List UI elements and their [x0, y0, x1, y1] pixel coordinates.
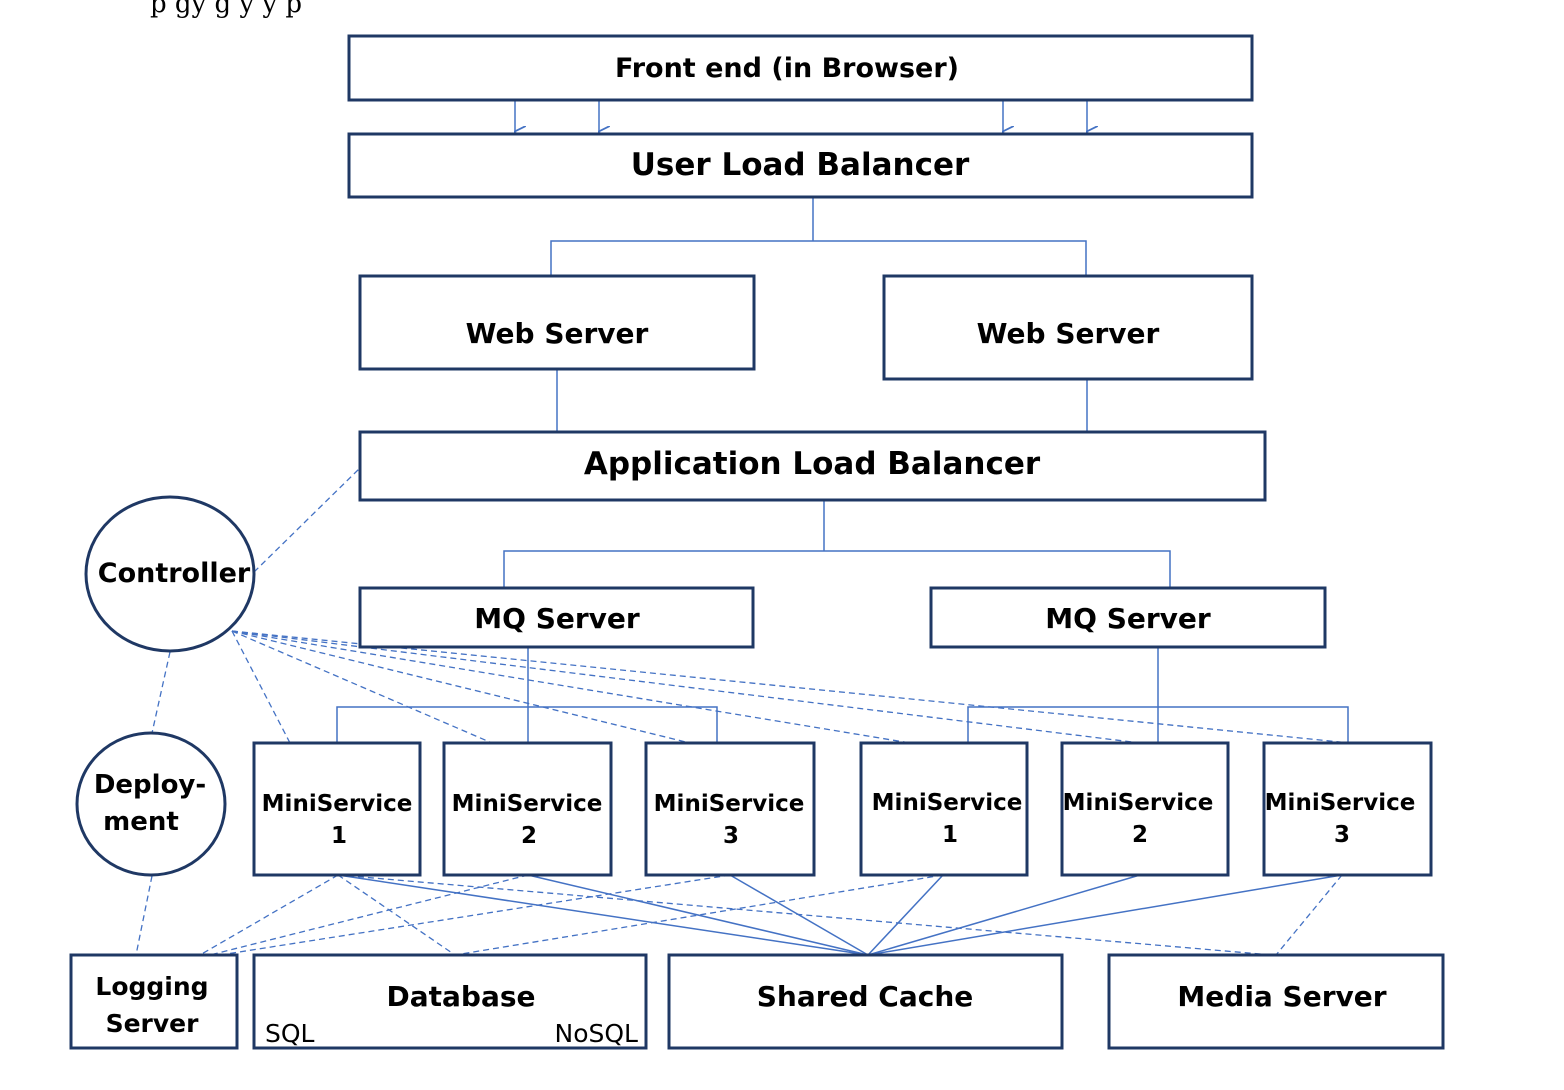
front-end-box: [347, 34, 1254, 102]
dashed-controller-ms: [231, 630, 1141, 744]
database-nosql-label: NoSQL: [555, 1019, 639, 1048]
database-label: Database: [386, 980, 535, 1013]
dashed-ms-database: [337, 874, 456, 956]
database-box: [252, 953, 648, 1050]
miniservice-name: MiniService: [1063, 790, 1214, 816]
controller-label: Controller: [98, 558, 251, 589]
dashed-controller-ms: [231, 630, 911, 744]
miniservice-number: 1: [942, 822, 958, 848]
dashed-controller-ms: [231, 630, 1351, 744]
web-server-1-label: Web Server: [466, 317, 649, 350]
solid-connectors: [336, 100, 1349, 956]
miniservice-number: 2: [521, 823, 537, 849]
connector-ms-cache: [867, 874, 1343, 956]
connector-mq2-group: [967, 706, 1349, 743]
dashed-ms-media: [337, 874, 1273, 956]
mq-server-1-box: [358, 586, 755, 649]
caption-fragment: p gy g y y p: [150, 0, 302, 19]
mq-server-1-label: MQ Server: [474, 602, 640, 635]
miniservice-name: MiniService: [452, 791, 603, 817]
miniservice-number: 3: [1334, 822, 1350, 848]
media-server-label: Media Server: [1177, 980, 1386, 1013]
miniservice-name: MiniService: [872, 790, 1023, 816]
connector-ms-cache: [337, 874, 869, 956]
connector-userlb-webservers: [550, 240, 1087, 276]
front-end-label: Front end (in Browser): [615, 53, 959, 84]
dashed-ms-logging: [219, 874, 731, 956]
dashed-controller-ms: [231, 630, 291, 744]
dashed-controller-deployment: [151, 651, 171, 734]
dashed-controller-applb: [253, 467, 361, 573]
boxes: [69, 34, 1445, 1050]
miniservice-number: 3: [723, 823, 739, 849]
miniservice-name: MiniService: [262, 791, 413, 817]
connector-ms-cache: [527, 874, 869, 956]
mq-server-2-box: [929, 586, 1327, 649]
media-server-box: [1107, 953, 1445, 1050]
miniservice-box: [252, 741, 422, 877]
connector-applb-mq: [503, 550, 1171, 588]
deployment-label-line2: ment: [103, 807, 179, 837]
web-server-1-box: [358, 274, 756, 371]
miniservice-box: [442, 741, 613, 877]
user-load-balancer-label: User Load Balancer: [631, 147, 970, 183]
connector-ms-cache: [867, 874, 944, 956]
dashed-controller-ms: [231, 630, 493, 744]
dashed-deployment-logging: [135, 875, 153, 956]
connector-ms-cache: [867, 874, 1141, 956]
miniservice-name: MiniService: [654, 791, 805, 817]
application-load-balancer-box: [358, 430, 1267, 502]
miniservice-number: 1: [331, 823, 347, 849]
database-sql-label: SQL: [265, 1019, 315, 1048]
miniservice-box: [859, 741, 1029, 877]
miniservice-box: [1262, 741, 1433, 877]
miniservice-name: MiniService: [1265, 790, 1416, 816]
mq-server-2-label: MQ Server: [1045, 602, 1211, 635]
shared-cache-label: Shared Cache: [757, 980, 974, 1013]
labels: Front end (in Browser) User Load Balance…: [94, 53, 1416, 1038]
miniservice-box: [644, 741, 816, 877]
web-server-2-label: Web Server: [977, 317, 1160, 350]
logging-server-box: [69, 953, 239, 1050]
miniservice-box: [1060, 741, 1230, 877]
connector-mq1-group: [336, 706, 718, 743]
dashed-ms-database: [454, 874, 944, 956]
miniservice-number: 2: [1132, 822, 1148, 848]
logging-server-label-line1: Logging: [95, 972, 208, 1001]
deployment-label-line1: Deploy-: [94, 770, 206, 800]
deployment-circle: [75, 731, 227, 877]
dashed-connectors: [135, 467, 1351, 956]
controller-circle: [84, 495, 256, 653]
dashed-ms-media: [1275, 874, 1343, 956]
user-load-balancer-box: [347, 132, 1254, 199]
logging-server-label-line2: Server: [106, 1009, 200, 1038]
shared-cache-box: [667, 953, 1064, 1050]
web-server-2-box: [882, 274, 1254, 381]
dashed-ms-logging: [199, 874, 339, 956]
dashed-controller-ms: [231, 630, 691, 744]
dashed-ms-logging: [209, 874, 529, 956]
application-load-balancer-label: Application Load Balancer: [584, 446, 1041, 482]
